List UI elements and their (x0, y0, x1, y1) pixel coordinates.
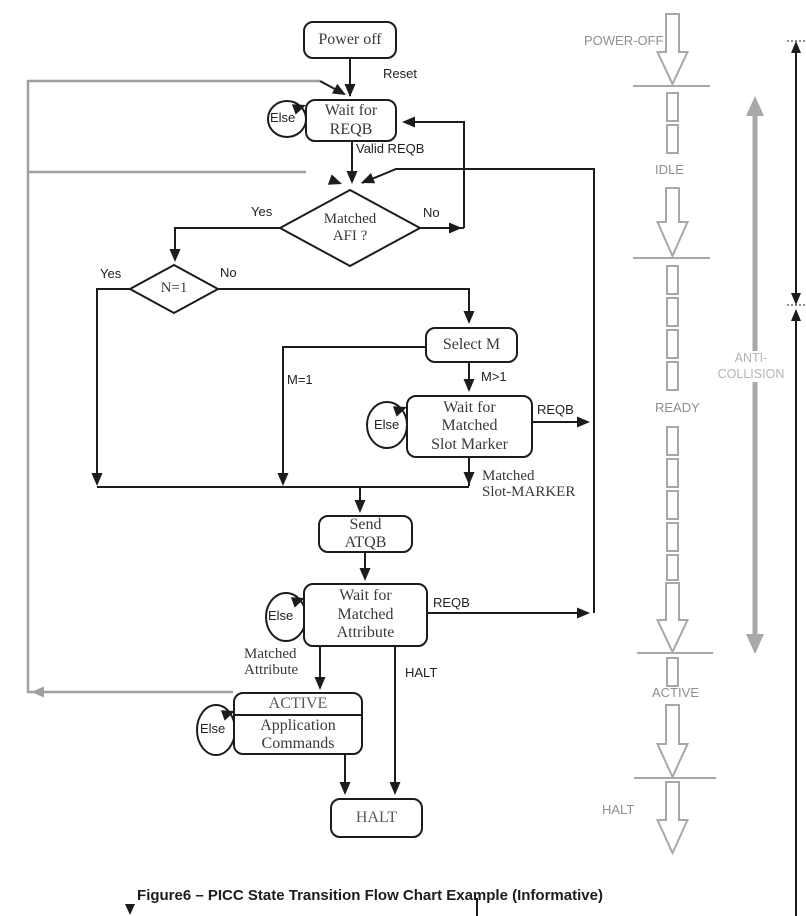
state-label-anti-collision: ANTI- COLLISION (710, 351, 792, 383)
power-off-arrow-icon (655, 13, 690, 87)
dimension-lines (125, 40, 806, 916)
edge-label-afi-yes: Yes (251, 204, 273, 219)
node-wait-matched-attribute: Wait for Matched Attribute (303, 583, 428, 647)
node-send-atqb: Send ATQB (318, 515, 413, 553)
gray-return-path (26, 79, 320, 694)
edge-label-halt: HALT (405, 665, 438, 680)
node-wait-for-reqb: Wait for REQB (305, 99, 397, 142)
edge-label-matched-attribute: Matched Attribute (244, 646, 299, 679)
idle-arrow-icon (655, 187, 690, 259)
state-label-ready: READY (655, 400, 700, 415)
node-matched-afi-label: Matched AFI ? (323, 211, 377, 245)
edge-label-reset: Reset (383, 66, 417, 81)
edge-label-afi-no: No (423, 205, 440, 220)
state-label-idle: IDLE (655, 162, 684, 177)
edge-label-attr-reqb: REQB (433, 595, 470, 610)
edge-label-n1-no: No (220, 265, 237, 280)
edge-label-slot-reqb: REQB (537, 402, 574, 417)
halt-arrow-icon (655, 781, 690, 856)
node-wait-matched-slot-marker: Wait for Matched Slot Marker (406, 395, 533, 458)
gray-return-arrowhead-icon (31, 686, 44, 698)
edge-label-else-attribute: Else (268, 608, 294, 623)
node-n1-label: N=1 (160, 280, 188, 296)
node-active: ACTIVE Application Commands (233, 692, 363, 755)
node-halt: HALT (330, 798, 423, 838)
decision-diamonds (127, 188, 423, 315)
edge-label-valid-reqb: Valid REQB (356, 141, 425, 156)
edge-label-else-slot-marker: Else (374, 417, 400, 432)
edge-label-matched-slot-marker: Matched Slot-MARKER (482, 468, 576, 501)
active-arrow-icon (655, 704, 690, 780)
node-active-title: ACTIVE (235, 694, 361, 716)
edge-label-m-gt-1: M>1 (481, 369, 507, 384)
edge-label-else-wait-reqb: Else (270, 110, 296, 125)
figure-caption: Figure6 – PICC State Transition Flow Cha… (137, 887, 603, 904)
edge-label-m-eq-1: M=1 (287, 372, 313, 387)
flow-arrowheads (91, 83, 590, 795)
edge-label-else-active: Else (200, 721, 226, 736)
state-label-power-off: POWER-OFF (584, 33, 664, 48)
node-active-body: Application Commands (260, 716, 336, 752)
state-label-halt: HALT (602, 802, 635, 817)
n1-diamond (127, 263, 221, 315)
node-power-off: Power off (303, 21, 397, 59)
state-label-active: ACTIVE (652, 685, 699, 700)
edge-label-n1-yes: Yes (100, 266, 122, 281)
state-overlay (633, 13, 716, 856)
node-select-m: Select M (425, 327, 518, 363)
matched-afi-diamond (277, 188, 423, 268)
ready-arrow-icon (655, 582, 690, 655)
